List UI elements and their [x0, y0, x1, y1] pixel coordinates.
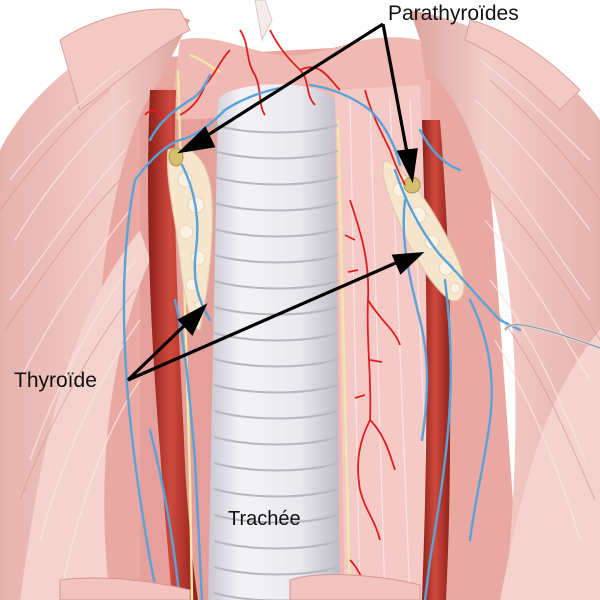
trachea-ring: [213, 358, 339, 368]
trachea-ring: [213, 514, 339, 524]
arrowhead-parathyroid-left: [177, 126, 216, 154]
trachea-ring: [213, 436, 339, 446]
arrow-line-parathyroid-right: [381, 23, 410, 159]
left-neck-muscles: [0, 8, 191, 600]
arrow-line-thyroid-left: [126, 320, 190, 382]
veins: [122, 73, 522, 600]
trachea-ring: [213, 410, 339, 420]
trachea-ring: [213, 280, 339, 290]
trachea-ring: [213, 150, 339, 160]
trachea: [208, 84, 340, 600]
arrowhead-thyroid-right: [391, 252, 425, 275]
label-arrows: [126, 22, 425, 382]
trachea-ring: [213, 124, 339, 134]
surgical-retractor: [503, 323, 600, 350]
label-thyroide: Thyroïde: [14, 369, 97, 392]
trachea-ring: [213, 176, 339, 186]
right-neck-muscles: [410, 10, 600, 600]
trachea-ring: [213, 566, 339, 576]
trachea-ring: [213, 228, 339, 238]
lower-cut-tissue: [59, 574, 421, 600]
arrow-line-parathyroid-left: [199, 22, 384, 142]
trachea-ring: [213, 384, 339, 394]
label-parathyroides: Parathyroïdes: [388, 2, 519, 25]
trachea-ring: [213, 202, 339, 212]
trachea-ring: [213, 540, 339, 550]
trachea-ring: [213, 254, 339, 264]
trachea-ring: [213, 462, 339, 472]
arrow-line-thyroid-right: [127, 260, 399, 382]
arrowhead-thyroid-left: [177, 303, 208, 336]
label-trachee: Trachée: [228, 508, 301, 530]
trachea-rings: [213, 124, 339, 600]
arrowhead-parathyroid-right: [396, 148, 418, 184]
trachea-ring: [213, 488, 339, 498]
